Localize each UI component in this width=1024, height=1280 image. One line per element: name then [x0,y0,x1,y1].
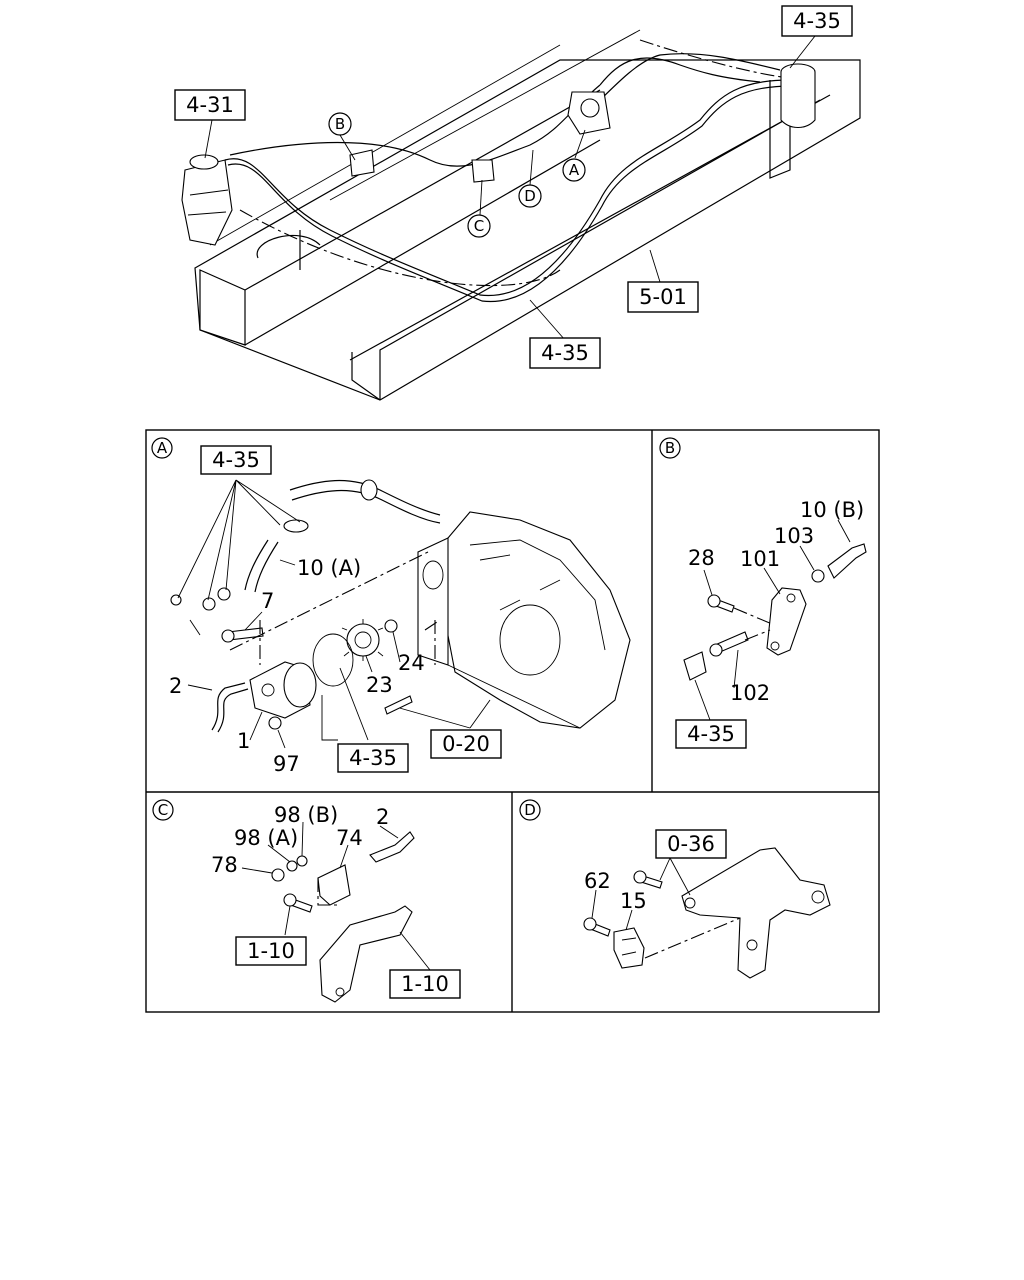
ref-box-d-0-36 [655,829,727,859]
callout-letter: C [474,217,484,235]
part-number: 78 [211,853,238,877]
panel-letter-circle [519,799,541,821]
detail-d-panel: D [519,799,831,979]
panel-letter: A [157,439,168,457]
ref-label: 5-01 [639,285,687,309]
callout-letter: A [569,161,580,179]
part-number: 23 [366,673,393,697]
part-number: 98 (A) [234,826,298,850]
ref-label: 4-35 [349,746,397,770]
panel-letter: B [665,439,675,457]
part-number: 102 [730,681,770,705]
panel-letter: D [524,801,536,819]
ref-label: 4-35 [541,341,589,365]
part-number: 101 [740,547,780,571]
ref-label: 1-10 [247,939,295,963]
part-number: 10 (B) [800,498,864,522]
callout-circle [467,214,491,238]
overview-drawing [181,29,861,401]
ref-label: 4-35 [687,722,735,746]
ref-box-c-1-10-right [389,969,461,999]
ref-label: 4-35 [212,448,260,472]
panel-letter: C [158,801,168,819]
part-number: 62 [584,869,611,893]
ref-label: 0-20 [442,732,490,756]
part-number: 7 [261,589,274,613]
ref-label: 0-36 [667,832,715,856]
part-number: 1 [237,729,250,753]
part-number: 24 [398,651,425,675]
callout-letter: B [335,115,345,133]
part-number: 28 [688,546,715,570]
part-number: 2 [169,674,182,698]
ref-box-a-4-35-bottom [337,743,409,773]
ref-box-4-35-bottom [529,337,601,369]
detail-b-panel: B [659,437,867,721]
detail-a-panel: A [151,437,631,749]
callout-letter: D [524,187,536,205]
ref-box-a-0-20 [430,729,502,759]
ref-box-b-4-35 [675,719,747,749]
part-number: 98 (B) [274,803,338,827]
ref-box-4-31 [174,89,246,121]
panel-letter-circle [152,799,174,821]
part-number: 15 [620,889,647,913]
part-number: 97 [273,752,300,776]
part-number: 103 [774,524,814,548]
callout-circle [518,184,542,208]
detail-frames [145,429,880,1013]
ref-label: 4-35 [793,9,841,33]
part-number: 74 [336,826,363,850]
panel-letter-circle [151,437,173,459]
panel-letter-circle [659,437,681,459]
ref-box-c-1-10-left [235,936,307,966]
ref-label: 4-31 [186,93,234,117]
ref-box-5-01 [627,281,699,313]
ref-box-4-35-top [781,5,853,37]
part-number: 10 (A) [297,556,361,580]
detail-c-panel: C [152,799,431,1003]
ref-label: 1-10 [401,972,449,996]
ref-box-a-4-35-top [200,445,272,475]
part-number: 2 [376,805,389,829]
callout-circle [562,158,586,182]
callout-circle [328,112,352,136]
